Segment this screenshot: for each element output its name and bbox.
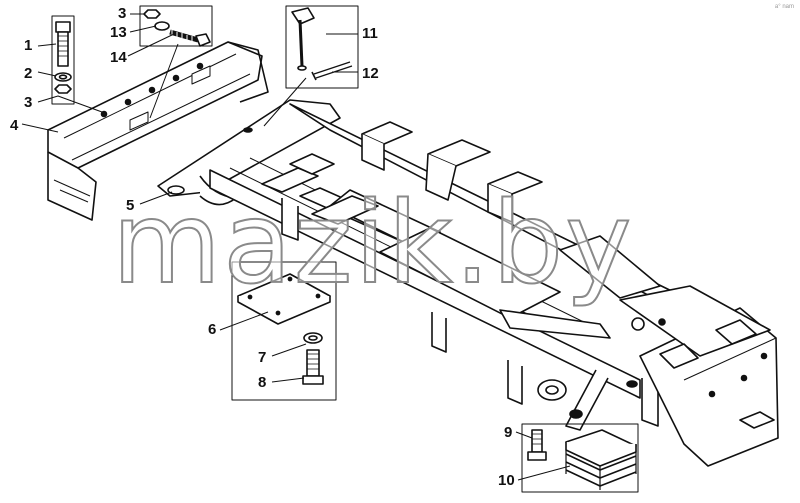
bolt-1-group [51, 15, 75, 105]
callout-3-top: 3 [118, 5, 127, 22]
rear-end-plate [619, 285, 779, 467]
callout-9: 9 [504, 424, 513, 441]
callout-3-left: 3 [24, 94, 33, 111]
callout-2: 2 [24, 65, 33, 82]
pad-plate-6-group [231, 261, 337, 401]
upper-mount-pads [261, 121, 543, 225]
callout-14: 14 [110, 49, 127, 66]
corner-note: a° nam [774, 4, 794, 10]
callout-6: 6 [208, 321, 217, 338]
pin-11-group [285, 5, 359, 89]
frame-legs [281, 198, 659, 431]
callout-13: 13 [110, 24, 127, 41]
callout-7: 7 [258, 349, 267, 366]
watermark: mazik.by [111, 179, 634, 309]
callout-12: 12 [362, 65, 379, 82]
shim-stack-10-group [521, 423, 639, 493]
callout-5: 5 [126, 197, 135, 214]
callout-1: 1 [24, 37, 33, 54]
callout-4: 4 [10, 117, 19, 134]
callout-8: 8 [258, 374, 267, 391]
callout-11: 11 [362, 25, 378, 42]
bolt-14-group [139, 5, 213, 47]
callout-10: 10 [498, 472, 515, 489]
leader-lines [21, 13, 571, 481]
